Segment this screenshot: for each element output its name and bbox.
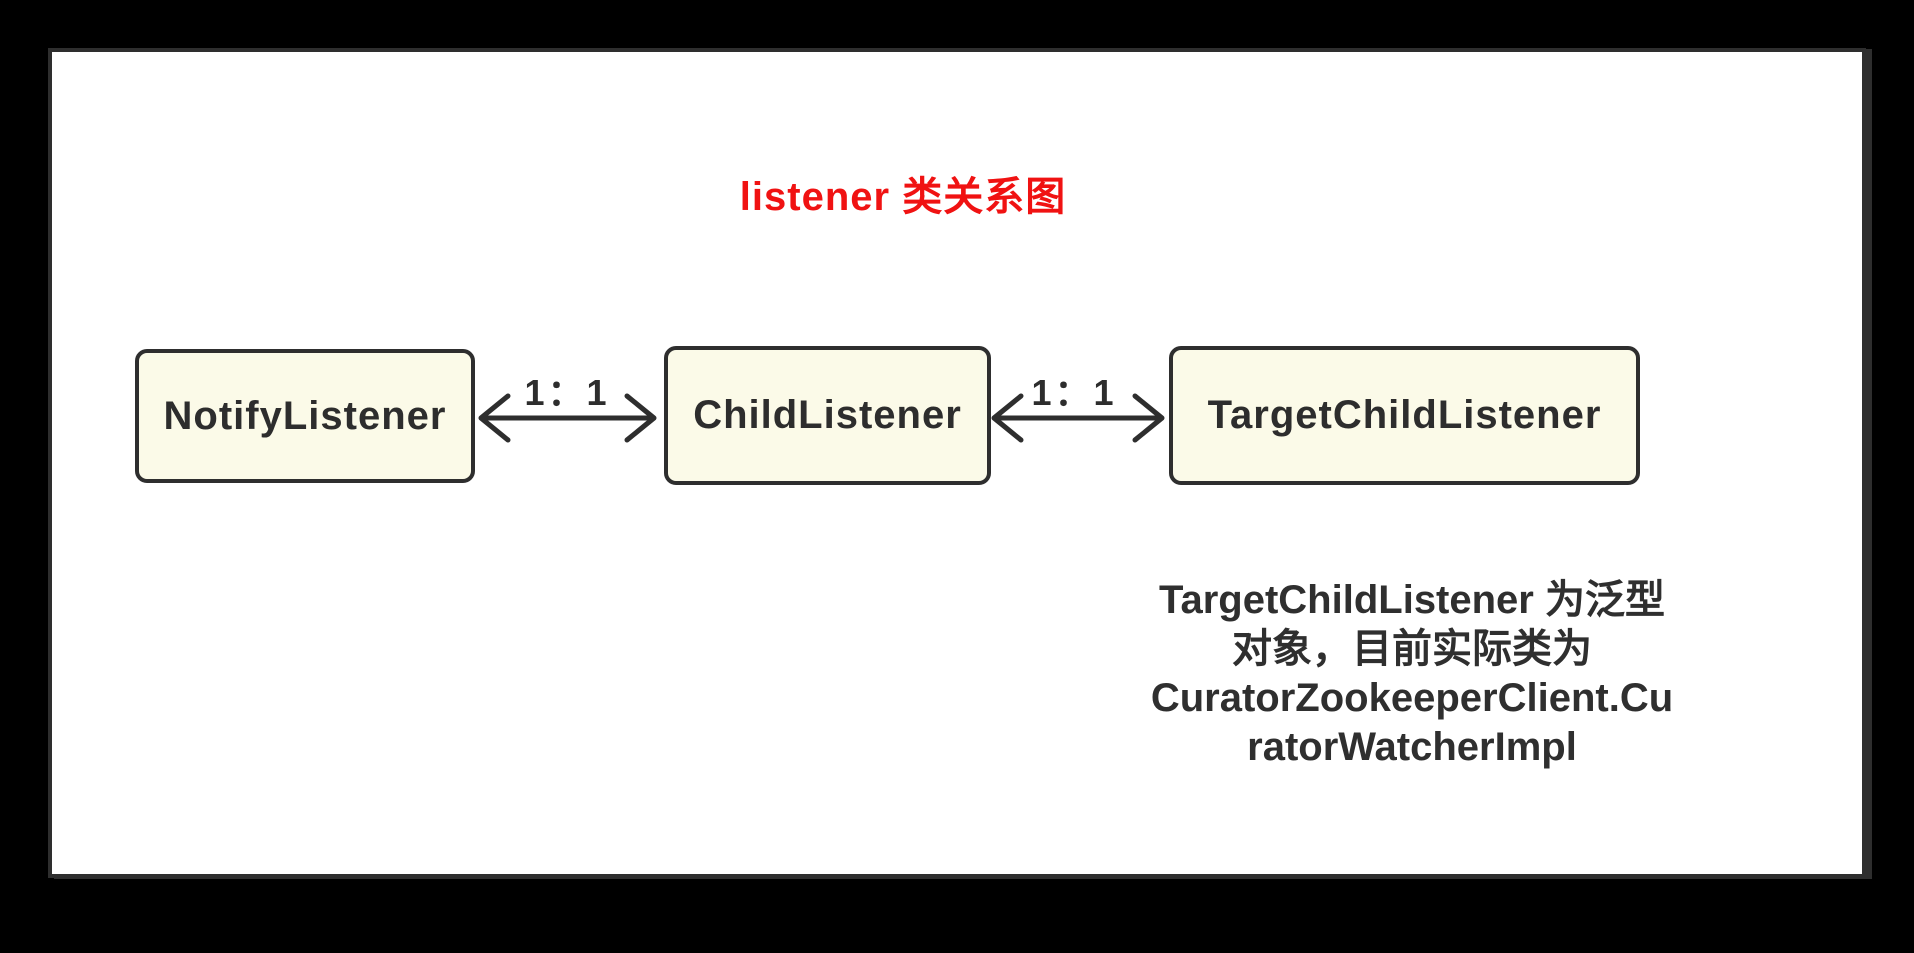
edge-1-right-arrowhead-icon	[624, 393, 657, 443]
node-target-child-listener-label: TargetChildListener	[1207, 393, 1602, 437]
edge-2-multiplicity-label: 1：1	[1031, 372, 1117, 413]
node-notify-listener: NotifyListener	[135, 349, 475, 483]
node-child-listener: ChildListener	[664, 346, 991, 485]
edge-2-left-arrowhead-icon	[991, 393, 1024, 443]
edge-2-right-arrowhead-icon	[1132, 393, 1165, 443]
annotation-line: 对象，目前实际类为	[1231, 627, 1592, 671]
annotation-line: CuratorZookeeperClient.Cu	[1150, 676, 1674, 720]
annotation-line: ratorWatcherImpl	[1247, 725, 1577, 769]
node-notify-listener-label: NotifyListener	[163, 393, 447, 438]
edge-1-multiplicity-label: 1：1	[524, 372, 610, 413]
diagram-title: listener 类关系图	[739, 175, 1067, 219]
annotation-line: TargetChildListener 为泛型	[1159, 578, 1665, 622]
node-target-child-listener: TargetChildListener	[1169, 346, 1640, 485]
edge-1-left-arrowhead-icon	[478, 393, 511, 443]
diagram-canvas: listener 类关系图 1：1 1：1 NotifyListener Chi…	[48, 48, 1866, 878]
node-child-listener-label: ChildListener	[693, 393, 962, 437]
annotation-note: TargetChildListener 为泛型 对象，目前实际类为 Curato…	[1151, 576, 1673, 772]
